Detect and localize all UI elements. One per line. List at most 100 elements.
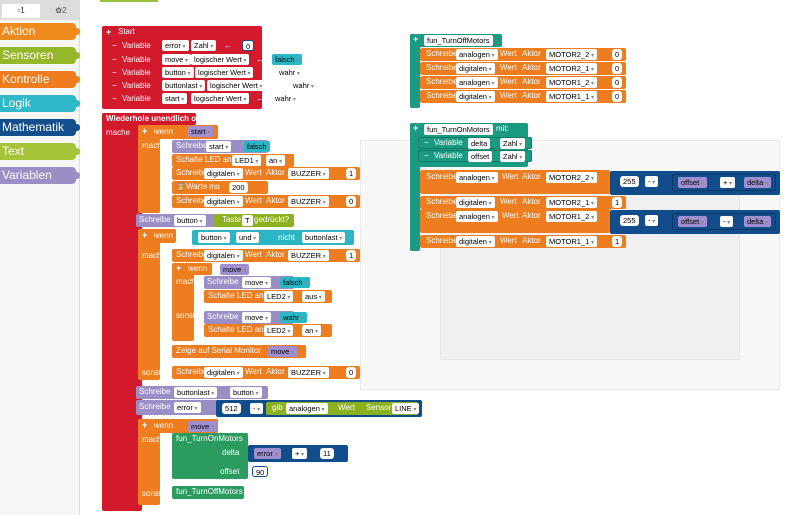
- var-field[interactable]: buttonlast: [302, 232, 346, 243]
- number-field[interactable]: 0: [612, 91, 623, 102]
- bool-field[interactable]: wahr: [280, 312, 307, 323]
- function-name-field[interactable]: fun_TurnOffMotors: [424, 35, 493, 46]
- number-field[interactable]: 0: [612, 77, 623, 88]
- var-field[interactable]: buttonlast: [174, 387, 218, 398]
- operator-field[interactable]: -: [720, 216, 734, 227]
- mode-field[interactable]: digitalen: [204, 196, 243, 207]
- actuator-field[interactable]: MOTOR1_2: [546, 77, 597, 88]
- mode-field[interactable]: analogen: [286, 403, 328, 414]
- var-field[interactable]: delta: [744, 177, 771, 188]
- mode-field[interactable]: digitalen: [204, 367, 243, 378]
- mode-field[interactable]: analogen: [456, 49, 498, 60]
- operator-field[interactable]: -: [250, 403, 264, 414]
- var-field[interactable]: start: [188, 126, 214, 137]
- number-field[interactable]: 1: [612, 236, 623, 247]
- category-sensoren[interactable]: Sensoren: [0, 47, 80, 64]
- param-name-field[interactable]: delta: [468, 138, 491, 149]
- minus-icon[interactable]: −: [112, 55, 117, 64]
- var-field[interactable]: move: [268, 346, 298, 357]
- add-icon[interactable]: +: [142, 420, 148, 430]
- add-icon[interactable]: +: [176, 263, 182, 273]
- number-field[interactable]: 0: [346, 367, 357, 378]
- param-name-field[interactable]: offset: [468, 151, 493, 162]
- operator-field[interactable]: und: [236, 232, 260, 243]
- mode-field[interactable]: digitalen: [456, 236, 495, 247]
- var-type-field[interactable]: logischer Wert: [207, 80, 266, 91]
- led-field[interactable]: LED1: [232, 155, 262, 166]
- number-field[interactable]: 0: [612, 49, 623, 60]
- bool-field[interactable]: falsch: [272, 54, 303, 65]
- category-logik[interactable]: Logik: [0, 95, 80, 112]
- mode-field[interactable]: digitalen: [456, 63, 495, 74]
- var-name-field[interactable]: move: [162, 54, 192, 65]
- number-field[interactable]: 512: [222, 403, 241, 414]
- function-name-field[interactable]: fun_TurnOnMotors: [424, 124, 493, 135]
- category-variablen[interactable]: Variablen: [0, 167, 80, 184]
- state-field[interactable]: an: [302, 325, 322, 336]
- mode-field[interactable]: digitalen: [204, 168, 243, 179]
- loop-block[interactable]: [102, 113, 142, 511]
- var-field[interactable]: error: [254, 448, 281, 459]
- state-field[interactable]: aus: [302, 291, 325, 302]
- led-field[interactable]: LED2: [264, 291, 294, 302]
- workspace[interactable]: + Start − Variable error Zahl ← 0 − Vari…: [80, 0, 800, 515]
- button-sensor-block[interactable]: [214, 214, 294, 227]
- tab-2[interactable]: ✿2: [55, 6, 67, 15]
- minus-icon[interactable]: −: [424, 138, 429, 147]
- var-field[interactable]: delta: [744, 216, 771, 227]
- minus-icon[interactable]: −: [112, 81, 117, 90]
- operator-field[interactable]: +: [292, 448, 308, 459]
- var-field[interactable]: error: [174, 402, 201, 413]
- bool-field[interactable]: falsch: [244, 141, 270, 152]
- actuator-field[interactable]: MOTOR1_1: [546, 236, 597, 247]
- category-aktion[interactable]: Aktion: [0, 23, 80, 40]
- number-field[interactable]: 255: [620, 176, 639, 187]
- function-off-block[interactable]: [410, 34, 420, 108]
- mode-field[interactable]: analogen: [456, 77, 498, 88]
- number-field[interactable]: 1: [346, 168, 357, 179]
- add-icon[interactable]: +: [413, 34, 419, 44]
- var-field[interactable]: button: [230, 387, 262, 398]
- if-block[interactable]: [138, 419, 160, 505]
- mode-field[interactable]: analogen: [456, 211, 498, 222]
- var-name-field[interactable]: button: [162, 67, 194, 78]
- number-field[interactable]: 1: [346, 250, 357, 261]
- var-field[interactable]: offset: [678, 177, 707, 188]
- bool-field[interactable]: wahr: [290, 80, 317, 91]
- var-field[interactable]: button: [198, 232, 230, 243]
- actuator-field[interactable]: BUZZER: [288, 196, 329, 207]
- actuator-field[interactable]: BUZZER: [288, 168, 329, 179]
- mode-field[interactable]: digitalen: [204, 250, 243, 261]
- var-name-field[interactable]: start: [162, 93, 188, 104]
- minus-icon[interactable]: −: [424, 151, 429, 160]
- var-type-field[interactable]: logischer Wert: [195, 67, 254, 78]
- state-field[interactable]: an: [266, 155, 286, 166]
- bool-field[interactable]: wahr: [276, 67, 303, 78]
- actuator-field[interactable]: MOTOR1_1: [546, 91, 597, 102]
- category-text[interactable]: Text: [0, 143, 80, 160]
- operator-field[interactable]: -: [645, 176, 659, 187]
- category-kontrolle[interactable]: Kontrolle: [0, 71, 80, 88]
- var-name-field[interactable]: buttonlast: [162, 80, 206, 91]
- if-block[interactable]: [138, 229, 160, 380]
- actuator-field[interactable]: MOTOR2_1: [546, 197, 597, 208]
- add-icon[interactable]: +: [142, 126, 148, 136]
- bool-field[interactable]: wahr: [272, 93, 299, 104]
- tab-1[interactable]: ▫1: [2, 4, 40, 18]
- button-field[interactable]: T: [242, 215, 253, 226]
- sensor-field[interactable]: LINE: [392, 403, 420, 414]
- minus-icon[interactable]: −: [112, 94, 117, 103]
- if-block[interactable]: [172, 263, 194, 341]
- number-field[interactable]: 0: [612, 63, 623, 74]
- actuator-field[interactable]: MOTOR1_2: [546, 211, 597, 222]
- if-block[interactable]: [138, 125, 160, 213]
- operator-field[interactable]: +: [720, 177, 736, 188]
- bool-field[interactable]: falsch: [280, 277, 311, 288]
- number-field[interactable]: 90: [252, 466, 269, 477]
- number-field[interactable]: 200: [229, 182, 248, 193]
- call-function-block[interactable]: [172, 486, 244, 499]
- actuator-field[interactable]: MOTOR2_1: [546, 63, 597, 74]
- mode-field[interactable]: digitalen: [456, 197, 495, 208]
- minus-icon[interactable]: −: [112, 68, 117, 77]
- param-type-field[interactable]: Zahl: [500, 138, 526, 149]
